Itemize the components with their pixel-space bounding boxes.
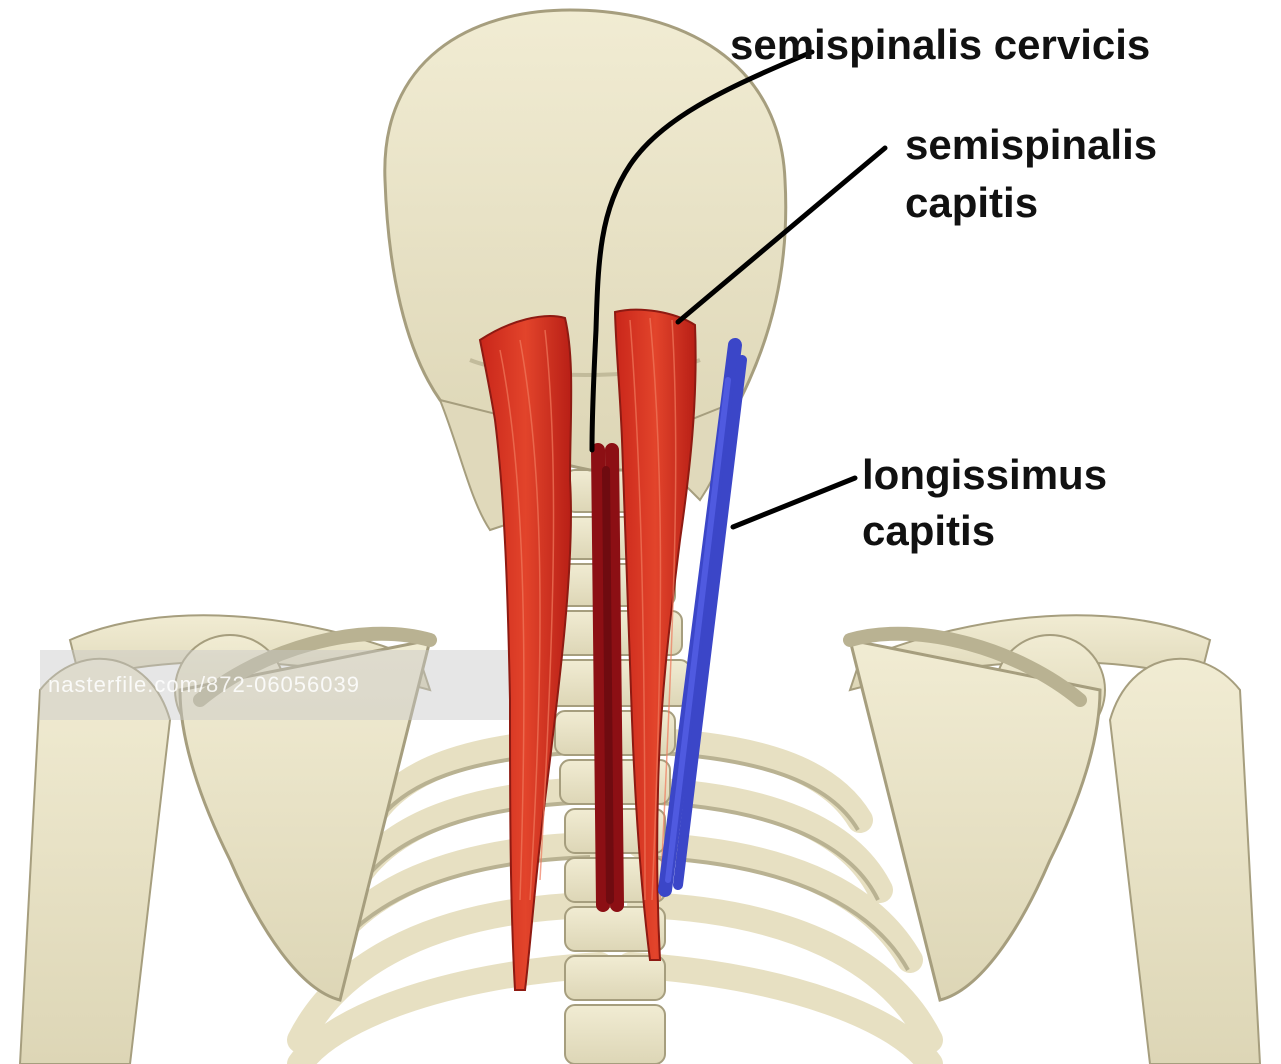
- label-semispinalis-capitis-line1: semispinalis: [905, 122, 1157, 168]
- semispinalis-cervicis-muscle: [598, 450, 617, 905]
- leader-line-longissimus-capitis: [733, 478, 855, 527]
- watermark-text: nasterfile.com/872-06056039: [48, 672, 360, 698]
- label-longissimus-capitis-line2: capitis: [862, 508, 995, 554]
- label-longissimus-capitis-line1: longissimus: [862, 452, 1107, 498]
- label-semispinalis-capitis-line2: capitis: [905, 180, 1038, 226]
- label-semispinalis-cervicis: semispinalis cervicis: [730, 22, 1150, 68]
